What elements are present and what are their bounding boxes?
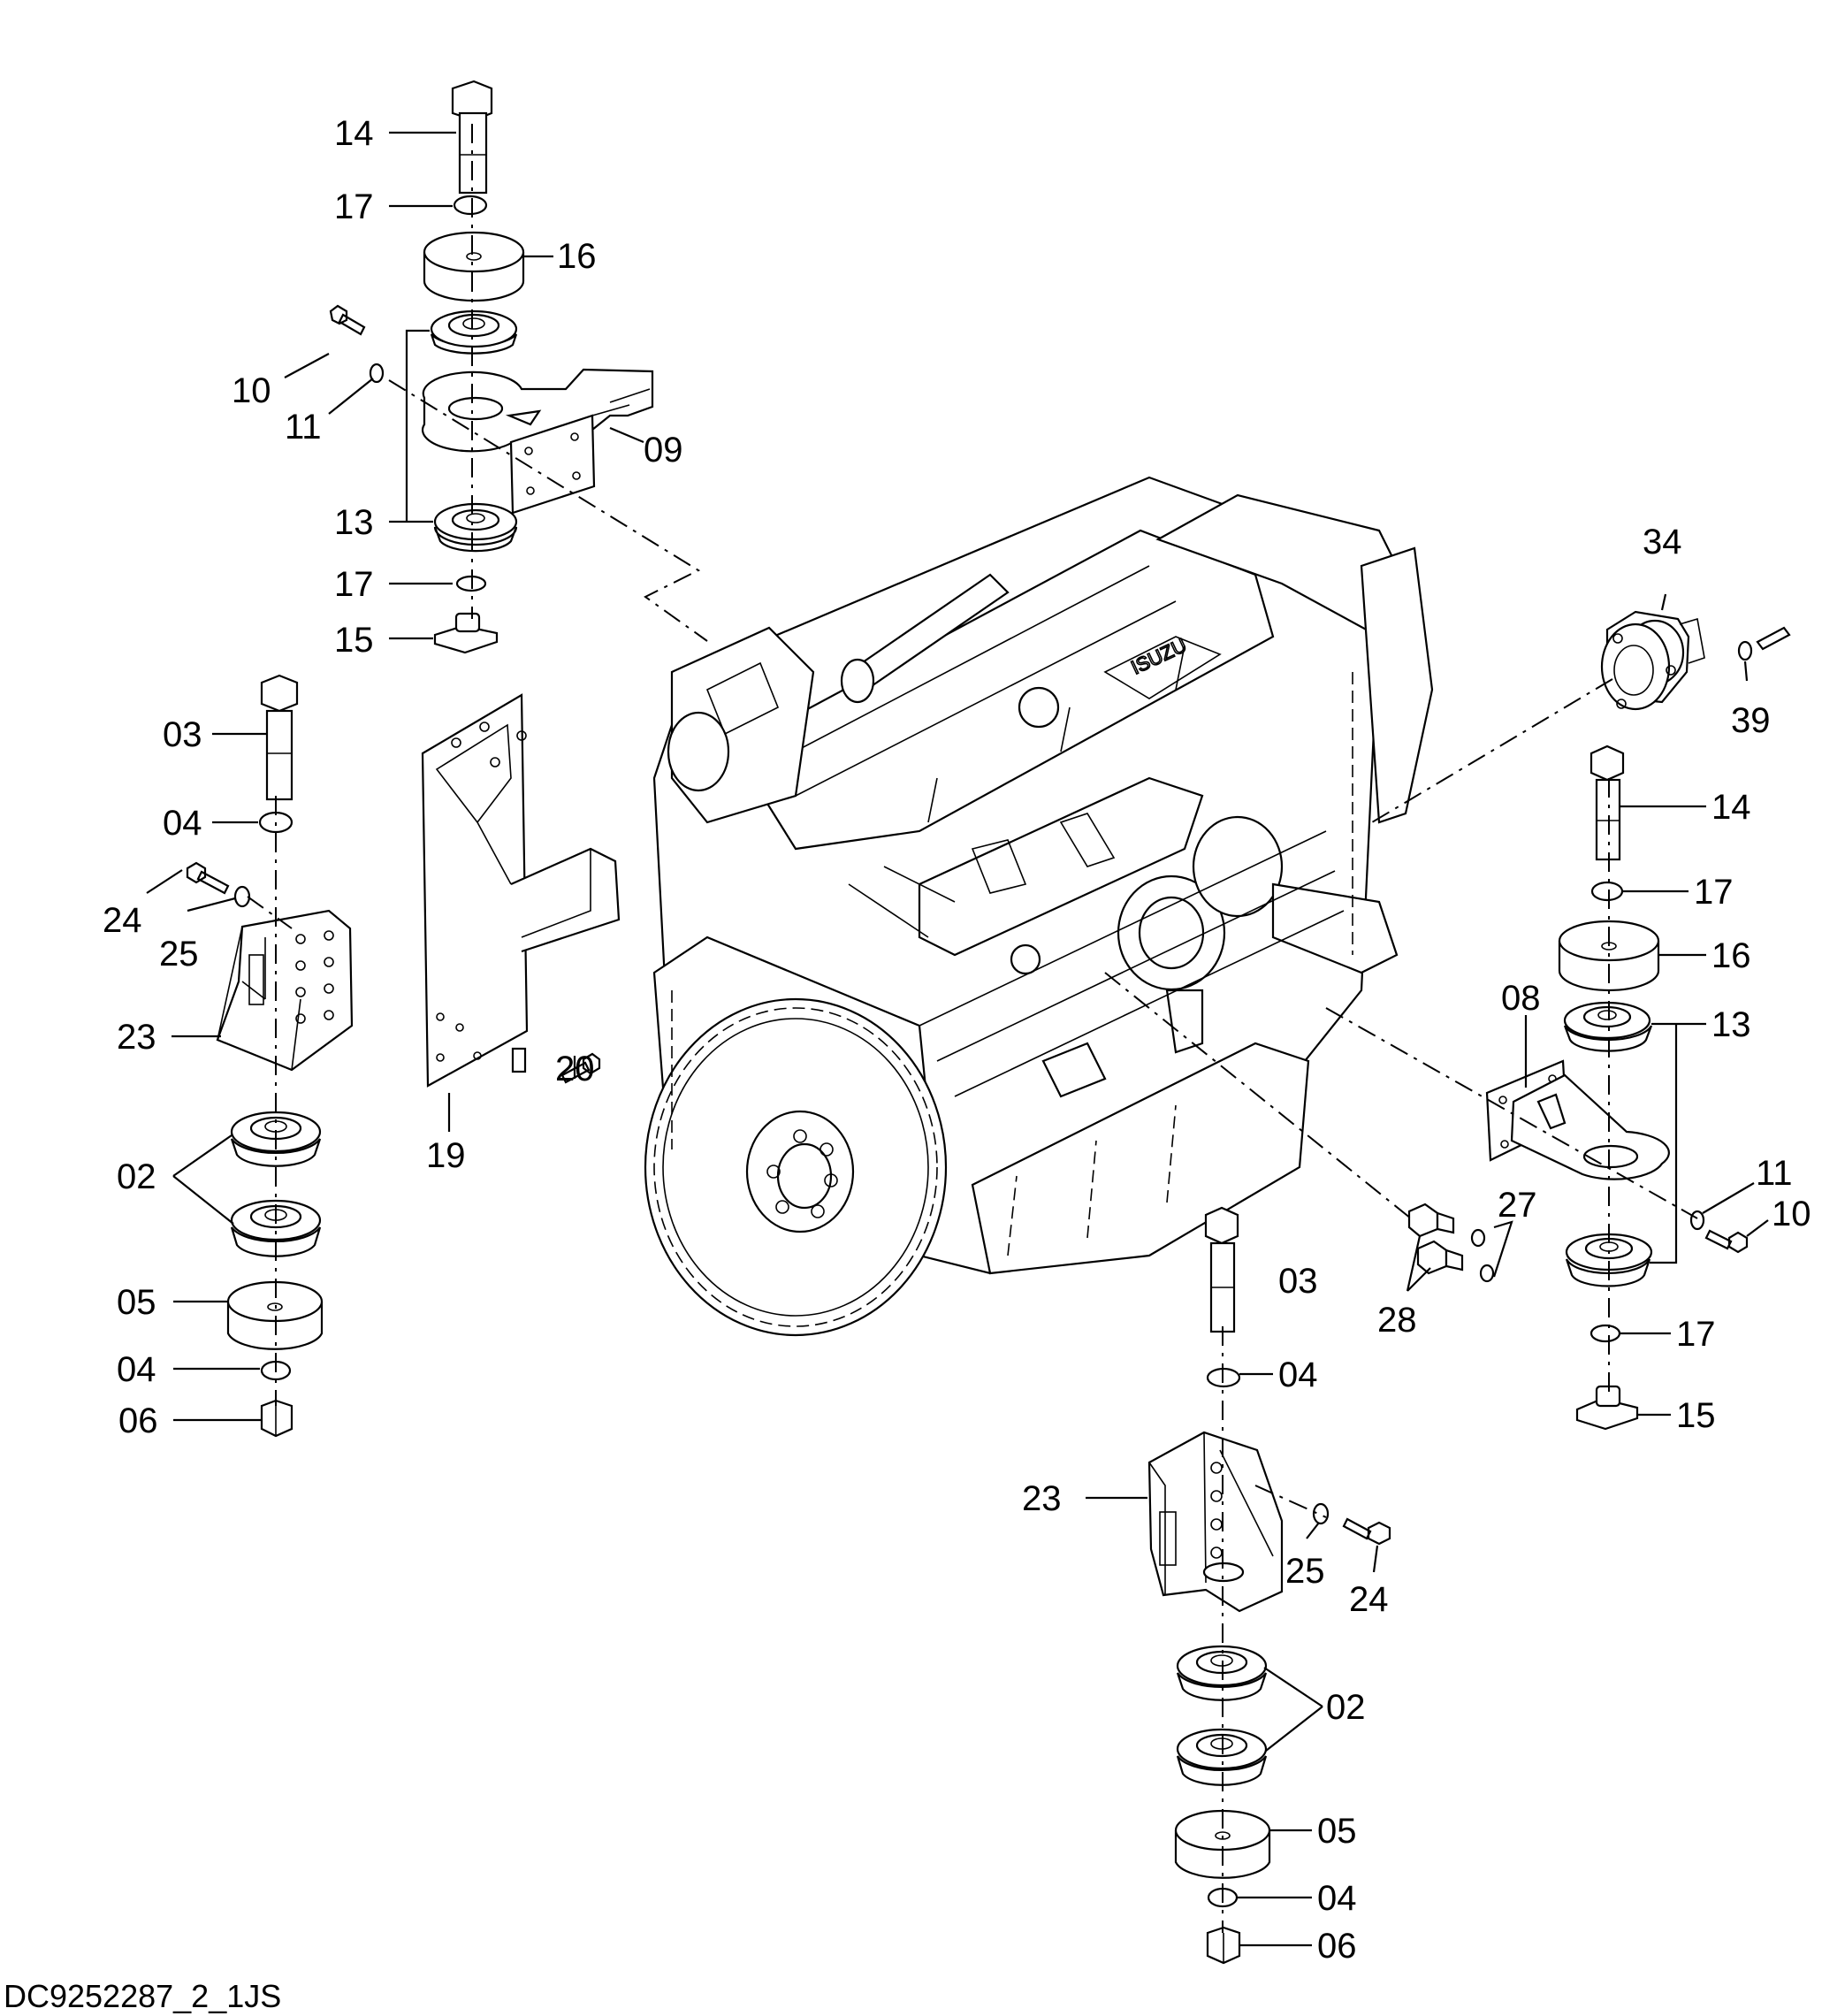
bracket-23-bottom bbox=[1147, 1431, 1284, 1613]
label-04-left-lower: 04 bbox=[117, 1350, 156, 1389]
label-23-bottom: 23 bbox=[1022, 1479, 1062, 1518]
plate-nut-15-top bbox=[433, 612, 499, 654]
bolt-10-top bbox=[329, 304, 366, 336]
label-06-bottom: 06 bbox=[1317, 1927, 1357, 1966]
washer-25-bottom bbox=[1312, 1502, 1330, 1525]
label-23-left: 23 bbox=[117, 1018, 156, 1057]
bolt-24-bottom bbox=[1342, 1517, 1391, 1546]
bolt-10-right bbox=[1704, 1229, 1749, 1254]
label-03-left: 03 bbox=[163, 715, 202, 754]
rubber-mount-13-top-lower bbox=[433, 502, 518, 553]
bolt-03-left bbox=[260, 674, 299, 801]
label-20: 20 bbox=[555, 1050, 595, 1088]
bracket-19 bbox=[421, 693, 621, 1088]
drawing-code: DC9252287_2_1JS bbox=[4, 1978, 281, 2014]
label-11-top: 11 bbox=[285, 408, 322, 447]
label-25-bottom: 25 bbox=[1285, 1552, 1325, 1591]
bracket-09 bbox=[422, 368, 654, 515]
label-17-right-lower: 17 bbox=[1676, 1315, 1716, 1354]
label-02-left: 02 bbox=[117, 1157, 156, 1196]
bolt-14-right bbox=[1589, 745, 1625, 861]
bracket-08 bbox=[1485, 1059, 1670, 1180]
label-34: 34 bbox=[1643, 523, 1682, 561]
bracket-23-left bbox=[216, 909, 354, 1072]
label-19: 19 bbox=[426, 1136, 466, 1175]
label-09: 09 bbox=[644, 431, 683, 470]
label-05-bottom: 05 bbox=[1317, 1812, 1357, 1851]
bolt-03-bottom bbox=[1204, 1206, 1239, 1333]
o-ring-27-lower bbox=[1479, 1264, 1495, 1283]
label-17-top-lower: 17 bbox=[334, 565, 374, 604]
engine-assembly: ISUZU bbox=[644, 476, 1434, 1337]
label-13-top: 13 bbox=[334, 503, 374, 542]
label-24-bottom: 24 bbox=[1349, 1580, 1389, 1619]
label-39: 39 bbox=[1731, 701, 1771, 740]
bolt-20 bbox=[560, 1052, 601, 1084]
label-03-bottom: 03 bbox=[1278, 1262, 1318, 1301]
washer-17-right-upper bbox=[1590, 881, 1624, 902]
label-08: 08 bbox=[1501, 979, 1541, 1018]
label-13-right: 13 bbox=[1711, 1005, 1751, 1044]
top-mount-group bbox=[329, 80, 708, 654]
o-ring-27-upper bbox=[1470, 1228, 1486, 1248]
label-25-left: 25 bbox=[159, 935, 199, 974]
label-11-right: 11 bbox=[1756, 1154, 1793, 1193]
rubber-mount-13-right-lower bbox=[1565, 1233, 1653, 1287]
washer-17-top-upper bbox=[453, 195, 488, 216]
rubber-mount-13-top-upper bbox=[430, 309, 518, 355]
label-24-left: 24 bbox=[103, 901, 142, 940]
label-16-right: 16 bbox=[1711, 936, 1751, 975]
label-14-right: 14 bbox=[1711, 788, 1751, 827]
leader-lines bbox=[146, 131, 1769, 1947]
bottom-mount-group bbox=[1147, 1206, 1391, 1965]
label-17-right-upper: 17 bbox=[1694, 873, 1734, 912]
plate-16-top bbox=[423, 231, 525, 302]
washer-17-right-lower bbox=[1589, 1324, 1621, 1343]
plate-nut-15-right bbox=[1575, 1385, 1639, 1431]
left-mount-group bbox=[186, 674, 354, 1438]
label-04-left-upper: 04 bbox=[163, 804, 202, 843]
label-14-top: 14 bbox=[334, 114, 374, 153]
label-27: 27 bbox=[1498, 1186, 1537, 1225]
right-mount-group bbox=[1325, 610, 1791, 1431]
callout-labels: 14 17 16 10 11 09 13 17 15 03 04 24 25 2… bbox=[103, 114, 1811, 1966]
washer-25-left bbox=[233, 885, 251, 908]
label-02-bottom: 02 bbox=[1326, 1688, 1366, 1727]
label-10-top: 10 bbox=[232, 371, 271, 410]
label-05-left: 05 bbox=[117, 1283, 156, 1322]
label-16-top: 16 bbox=[557, 237, 597, 276]
label-06-left: 06 bbox=[118, 1401, 158, 1440]
label-04-bottom-lower: 04 bbox=[1317, 1879, 1357, 1918]
coupling-34 bbox=[1600, 610, 1705, 711]
fitting-28-lower bbox=[1416, 1240, 1464, 1275]
bolt-39 bbox=[1756, 626, 1791, 651]
washer-11-right bbox=[1689, 1210, 1705, 1231]
label-10-right: 10 bbox=[1772, 1195, 1811, 1233]
rubber-mount-13-right-upper bbox=[1563, 1001, 1653, 1052]
label-17-top-upper: 17 bbox=[334, 187, 374, 226]
bolt-24-left bbox=[186, 861, 230, 895]
rubber-mount-02-left-upper bbox=[230, 1111, 322, 1167]
label-28: 28 bbox=[1377, 1301, 1417, 1340]
label-15-right: 15 bbox=[1676, 1396, 1716, 1435]
washer-39 bbox=[1737, 640, 1753, 661]
label-15-top: 15 bbox=[334, 621, 374, 660]
label-04-bottom-upper: 04 bbox=[1278, 1355, 1318, 1394]
fitting-28-upper bbox=[1407, 1203, 1455, 1238]
washer-11-top bbox=[369, 363, 385, 384]
